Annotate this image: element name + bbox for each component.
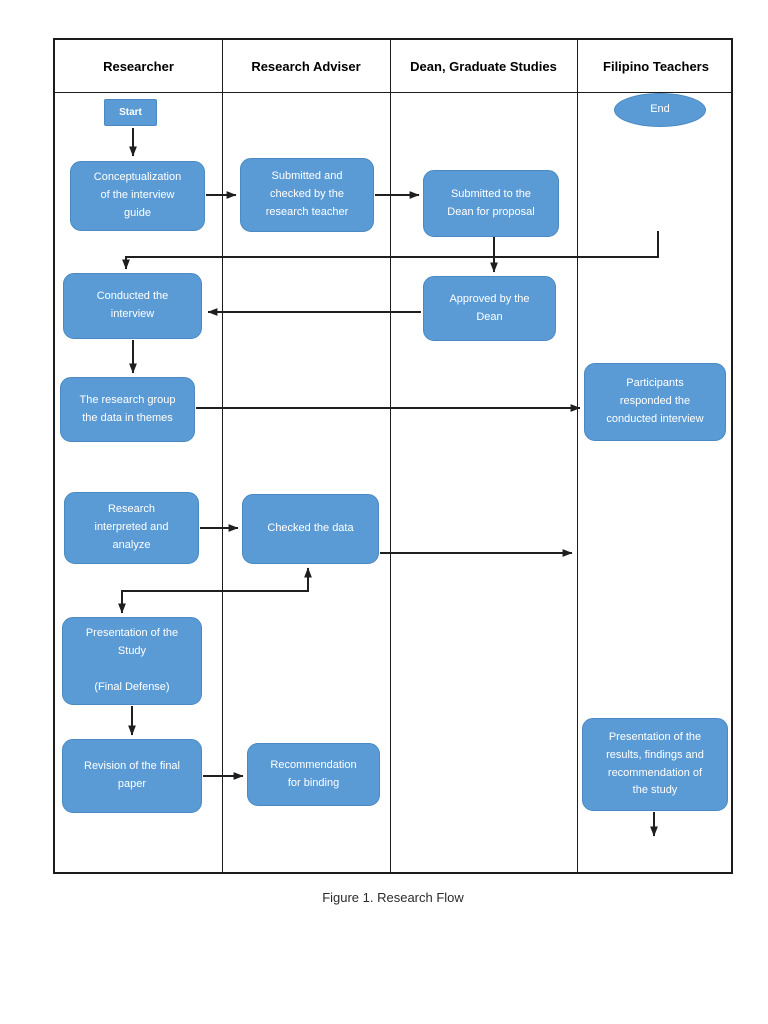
flow-table: Researcher Research Adviser Dean, Graduate… <box>53 38 733 874</box>
node-presentation-results: Presentation of the results, findings an… <box>582 718 728 811</box>
node-checked-data: Checked the data <box>242 494 379 564</box>
node-participants-responded: Participants responded the conducted int… <box>584 363 726 441</box>
column-header-dean-graduate-studies: Dean, Graduate Studies <box>410 58 557 74</box>
column-header-research-adviser: Research Adviser <box>251 58 361 74</box>
header-separator <box>55 92 731 93</box>
node-submitted-checked: Submitted and checked by the research te… <box>240 158 374 232</box>
column-divider-3 <box>577 40 578 872</box>
node-research-group-themes: The research group the data in themes <box>60 377 195 442</box>
node-approved-dean: Approved by the Dean <box>423 276 556 341</box>
node-conducted-interview: Conducted the interview <box>63 273 202 339</box>
node-start: Start <box>104 99 157 126</box>
column-header-filipino-teachers: Filipino Teachers <box>603 58 709 74</box>
column-header-researcher: Researcher <box>103 58 174 74</box>
node-end: End <box>614 93 706 127</box>
figure-caption: Figure 1. Research Flow <box>322 890 464 905</box>
column-divider-1 <box>222 40 223 872</box>
column-divider-2 <box>390 40 391 872</box>
node-revision-final-paper: Revision of the final paper <box>62 739 202 813</box>
node-recommendation-binding: Recommendation for binding <box>247 743 380 806</box>
node-submitted-dean: Submitted to the Dean for proposal <box>423 170 559 237</box>
node-conceptualization: Conceptualization of the interview guide <box>70 161 205 231</box>
node-research-interpreted: Research interpreted and analyze <box>64 492 199 564</box>
node-presentation-study: Presentation of the Study (Final Defense… <box>62 617 202 705</box>
